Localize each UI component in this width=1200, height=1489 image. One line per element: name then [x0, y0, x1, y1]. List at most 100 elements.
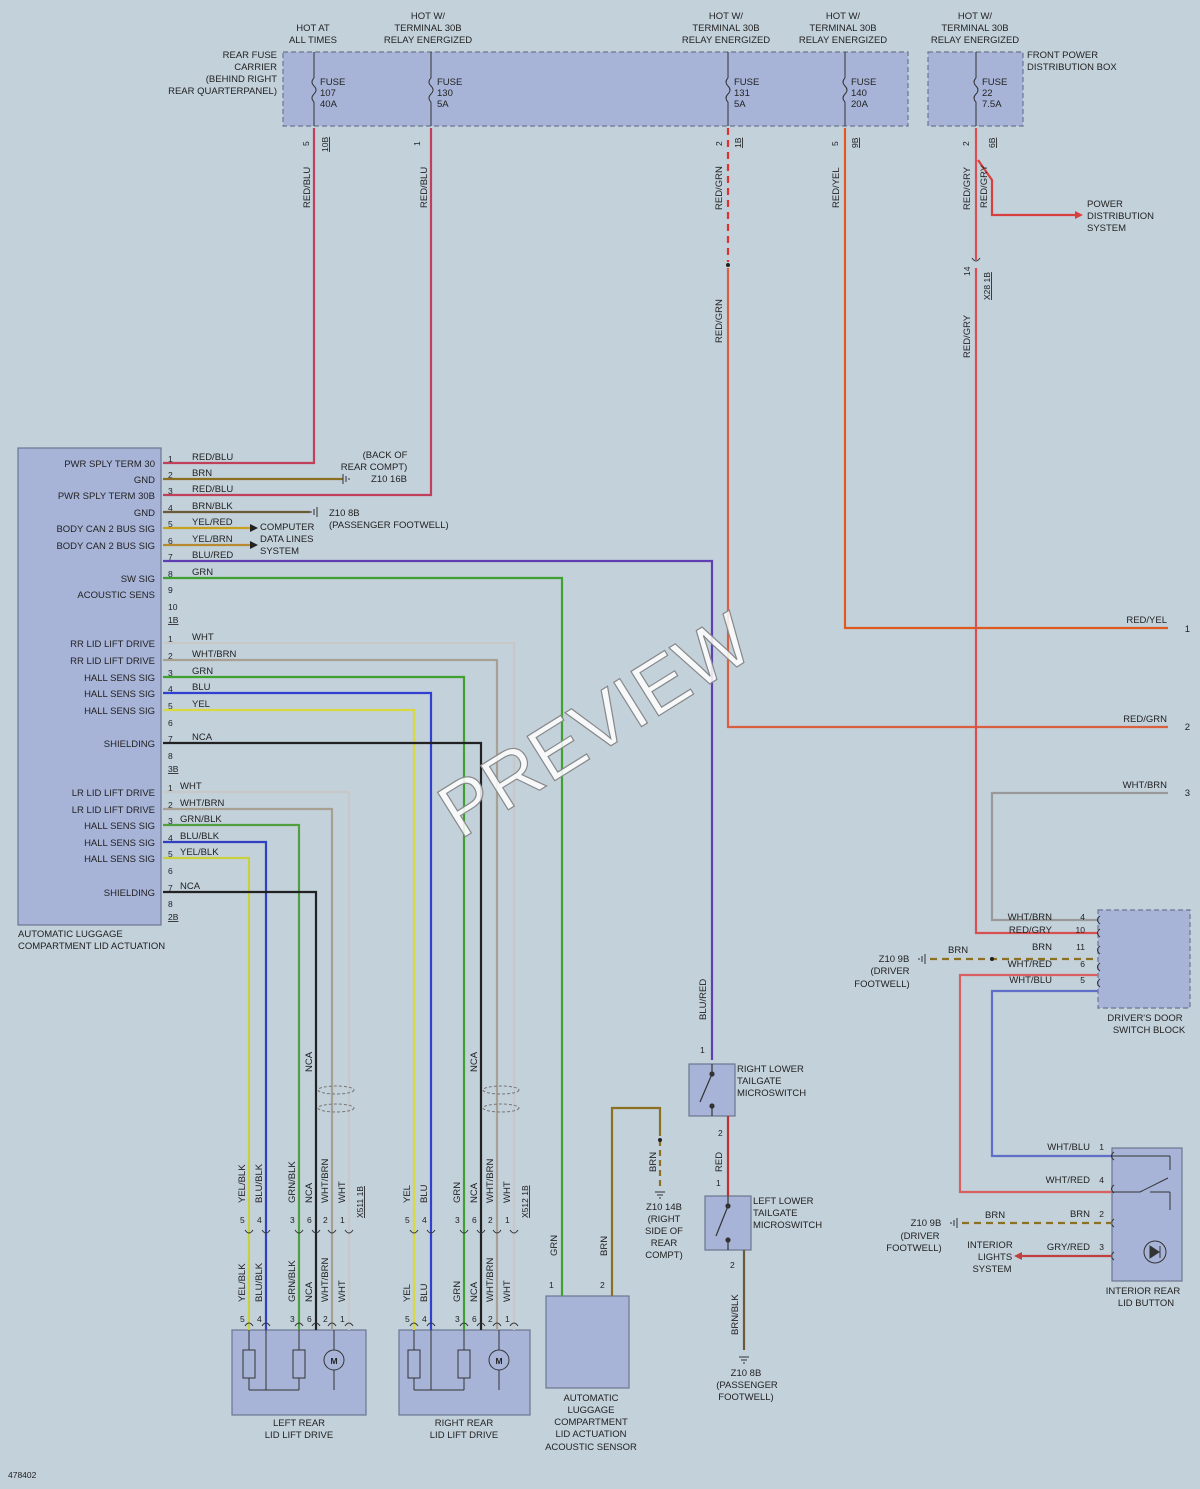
svg-text:LID BUTTON: LID BUTTON [1118, 1298, 1174, 1309]
door-wire-label: WHT/BLU [1009, 975, 1052, 986]
svg-text:FUSE: FUSE [734, 77, 759, 88]
module-pin: 8 [168, 751, 173, 761]
ground-back-of-rear-label: (BACK OF REAR COMPT) Z10 16B [341, 450, 408, 485]
fuse-symbols [311, 52, 979, 126]
drive-wire-label-upper: GRN/BLK [287, 1161, 298, 1203]
shield-icon [317, 1103, 355, 1113]
svg-text:RED/YEL: RED/YEL [1126, 615, 1167, 626]
wire-whtred-door [958, 973, 1112, 1194]
module-row-label: RR LID LIFT DRIVE [70, 656, 155, 667]
svg-text:ACOUSTIC SENSOR: ACOUSTIC SENSOR [545, 1442, 637, 1453]
module-pin: 1 [168, 634, 173, 644]
wire-right-3 [163, 741, 483, 1330]
svg-text:7.5A: 7.5A [982, 99, 1002, 110]
luggage-module-box [17, 447, 162, 926]
svg-text:FUSE: FUSE [437, 77, 462, 88]
connector-icon [409, 1322, 419, 1327]
svg-text:(PASSENGER: (PASSENGER [716, 1380, 778, 1391]
rear-fuse-carrier-label: REAR FUSE CARRIER (BEHIND RIGHT REAR QUA… [168, 50, 277, 97]
svg-text:MICROSWITCH: MICROSWITCH [753, 1220, 822, 1231]
connector-icon [327, 1322, 337, 1327]
door-pin: 11 [1076, 942, 1085, 952]
wire-blured [163, 559, 714, 1060]
connector-icon [426, 1322, 436, 1327]
svg-text:9B: 9B [850, 137, 860, 148]
module-wire-label: BLU/BLK [180, 831, 220, 842]
svg-text:Z10 9B: Z10 9B [911, 1218, 942, 1229]
module-wire-label: YEL/BRN [192, 534, 233, 545]
button-pin: 3 [1099, 1242, 1104, 1252]
module-row-label: LR LID LIFT DRIVE [72, 805, 155, 816]
svg-text:2: 2 [730, 1260, 735, 1270]
svg-text:5A: 5A [734, 99, 746, 110]
svg-text:Z10 9B: Z10 9B [879, 954, 910, 965]
wire-redgry-pds [977, 159, 1075, 217]
interior-rear-lid-button-box [1111, 1147, 1183, 1282]
svg-text:COMPUTER: COMPUTER [260, 522, 315, 533]
module-pin: 2 [168, 651, 173, 661]
module-connector-label: 1B [168, 615, 179, 625]
wire-label-redgry-1: RED/GRY [962, 166, 973, 210]
module-pin: 1 [168, 454, 173, 464]
module-wire-label: NCA [180, 881, 201, 892]
svg-text:MICROSWITCH: MICROSWITCH [737, 1088, 806, 1099]
module-row-label: HALL SENS SIG [84, 821, 155, 832]
svg-text:(BEHIND RIGHT: (BEHIND RIGHT [206, 74, 277, 85]
button-wire-label: GRY/RED [1047, 1242, 1090, 1253]
wire-whtblu-door [990, 989, 1112, 1158]
connector-icon [1111, 1151, 1115, 1161]
svg-text:LEFT REAR: LEFT REAR [273, 1418, 325, 1429]
wire-brn-sensor [610, 1106, 662, 1296]
connector-icon [261, 1229, 271, 1234]
fuse-140: HOT W/ TERMINAL 30B RELAY ENERGIZED FUSE… [799, 11, 887, 110]
power-distribution-system-label: POWER DISTRIBUTION SYSTEM [1087, 199, 1154, 234]
module-row-label: HALL SENS SIG [84, 673, 155, 684]
wire-right-5 [163, 641, 516, 1330]
svg-text:2: 2 [718, 1128, 723, 1138]
shield-nca-label: NCA [304, 1051, 315, 1072]
svg-text:1: 1 [1185, 624, 1190, 635]
connector-x28 [971, 257, 981, 262]
module-pin: 4 [168, 503, 173, 513]
brn-sensor-label: BRN [648, 1152, 659, 1172]
connector-icon [476, 1229, 486, 1234]
drive-wire-label-upper: GRN [452, 1182, 463, 1203]
module-pin: 3 [168, 668, 173, 678]
svg-text:LID LIFT DRIVE: LID LIFT DRIVE [265, 1430, 333, 1441]
interior-button-switch-icon [1112, 1155, 1171, 1264]
drive-pin: 5 [240, 1215, 245, 1225]
left-microswitch-label: LEFT LOWER TAILGATE MICROSWITCH [753, 1196, 822, 1231]
module-pin: 8 [168, 569, 173, 579]
svg-text:5A: 5A [437, 99, 449, 110]
drive-wire-label-lower: BLU [419, 1283, 430, 1302]
svg-text:SWITCH BLOCK: SWITCH BLOCK [1113, 1025, 1186, 1036]
module-wire-label: BRN/BLK [192, 501, 233, 512]
wire-redgry-lower [974, 268, 1098, 935]
arrow-can-1 [250, 524, 258, 532]
module-connector-label: 2B [168, 912, 179, 922]
computer-data-lines-label: COMPUTER DATA LINES SYSTEM [260, 522, 315, 557]
microswitch-pins: 1 2 1 2 [700, 1045, 735, 1270]
wire-label-redgrn-1: RED/GRN [714, 166, 725, 210]
svg-text:1: 1 [700, 1045, 705, 1055]
module-row-label: LR LID LIFT DRIVE [72, 788, 155, 799]
svg-text:LEFT LOWER: LEFT LOWER [753, 1196, 814, 1207]
drive-wire-label-upper: NCA [304, 1182, 315, 1203]
wire-left-4 [163, 807, 334, 1330]
door-pin: 6 [1080, 959, 1085, 969]
svg-text:RELAY ENERGIZED: RELAY ENERGIZED [799, 35, 887, 46]
module-wire-label: GRN [192, 666, 213, 677]
svg-text:(DRIVER: (DRIVER [900, 1231, 939, 1242]
module-pin: 4 [168, 684, 173, 694]
module-wire-label: NCA [192, 732, 213, 743]
module-row-label: GND [134, 475, 155, 486]
module-row-label: SHIELDING [104, 888, 155, 899]
module-row-label: GND [134, 508, 155, 519]
connector-icon [244, 1322, 254, 1327]
svg-text:FOOTWELL): FOOTWELL) [718, 1392, 773, 1403]
button-wire-label: WHT/RED [1046, 1175, 1090, 1186]
drive-wire-label-lower: YEL [402, 1284, 413, 1302]
module-wire-label: WHT [192, 632, 214, 643]
